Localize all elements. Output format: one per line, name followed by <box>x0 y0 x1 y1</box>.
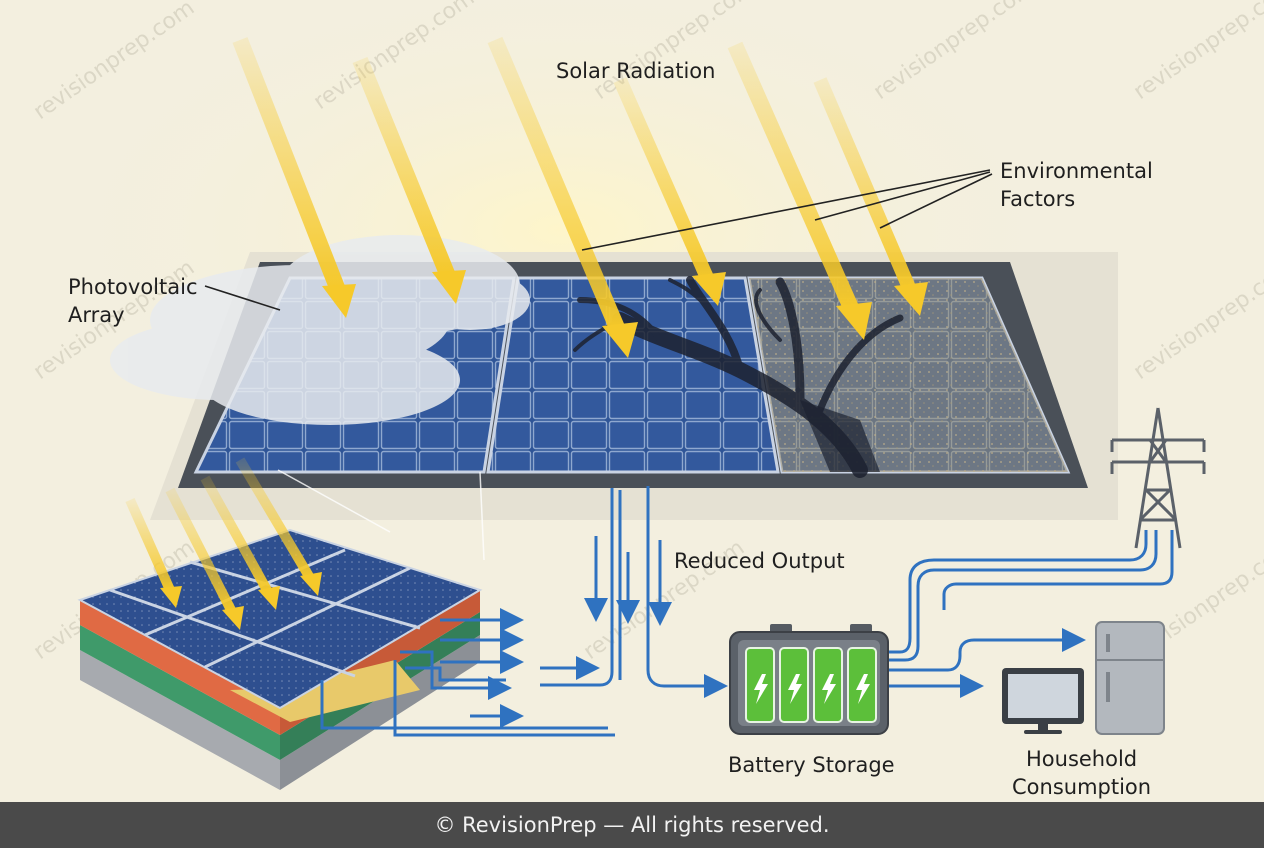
label-battery-storage: Battery Storage <box>728 753 895 777</box>
cell-cross-section <box>77 469 485 790</box>
cloud-icon <box>110 235 530 425</box>
sun-ray-arrow <box>235 457 322 596</box>
panel-tree-shaded <box>486 276 780 474</box>
sun-ray-arrow <box>232 37 356 318</box>
cell-rays <box>125 457 322 630</box>
solar-radiation-rays <box>232 36 928 358</box>
label-photovoltaic-array-line1: Photovoltaic <box>68 275 198 299</box>
sun-ray-arrow <box>165 487 244 630</box>
sun-ray-arrow <box>352 56 466 304</box>
monitor-icon <box>1002 668 1084 734</box>
sun-ray-arrow <box>727 41 872 340</box>
refrigerator-icon <box>1095 621 1165 735</box>
sun-ray-arrow <box>613 77 726 306</box>
layer-green <box>80 625 280 760</box>
label-household-consumption-line2: Consumption <box>1012 775 1151 799</box>
label-solar-radiation: Solar Radiation <box>556 59 715 83</box>
sun-ray-arrow <box>813 77 928 316</box>
tree-trunk-shadow <box>800 400 880 472</box>
watermark-text: revisionprep.com <box>1129 255 1264 385</box>
layer-base <box>80 650 280 790</box>
label-reduced-output: Reduced Output <box>674 549 845 573</box>
label-household-consumption-line1: Household <box>1026 747 1137 771</box>
battery-icon <box>729 624 889 735</box>
sun-ray-arrow <box>200 475 280 610</box>
photovoltaic-array <box>110 235 1088 488</box>
lightning-bolt-icon <box>754 674 870 704</box>
copyright-footer: © RevisionPrep — All rights reserved. <box>0 802 1264 848</box>
label-leaders <box>204 169 993 311</box>
sun-ray-arrow <box>125 497 182 608</box>
power-pylon-icon <box>1110 407 1206 549</box>
sun-ray-arrow <box>487 36 638 358</box>
label-environmental-factors-line2: Factors <box>1000 187 1075 211</box>
layer-orange <box>80 600 280 735</box>
energy-flow-lines <box>320 486 1174 737</box>
label-environmental-factors-line1: Environmental <box>1000 159 1153 183</box>
label-photovoltaic-array-line2: Array <box>68 303 125 327</box>
solar-diagram: revisionprep.com revisionprep.com revisi… <box>29 0 1264 799</box>
watermark-text: revisionprep.com <box>1129 0 1264 105</box>
copyright-text: © RevisionPrep — All rights reserved. <box>434 813 830 837</box>
